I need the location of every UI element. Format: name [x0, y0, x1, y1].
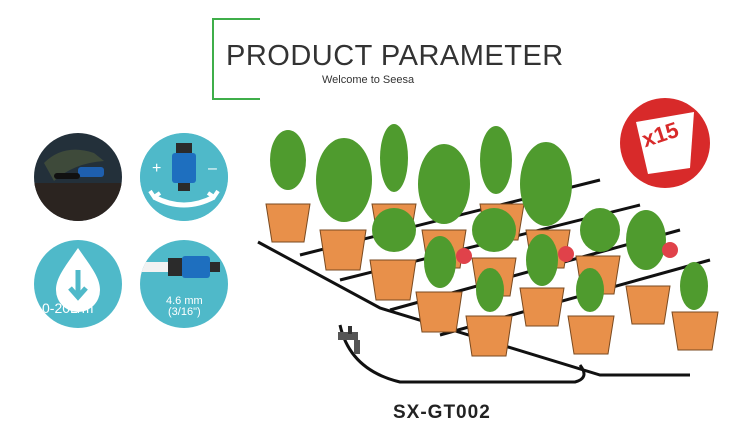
tube-size-mm: 4.6 mm: [166, 295, 203, 307]
flow-rate-label: 0-20L/m: [42, 300, 94, 316]
page-title: PRODUCT PARAMETER: [226, 40, 564, 72]
tap-icon: [338, 326, 360, 354]
plant-foliage: [270, 124, 708, 312]
flow-rate-circle: 0-20L/m: [34, 240, 122, 328]
dripper-closeup-photo: [34, 133, 122, 221]
soil-photo-icon: [34, 149, 122, 221]
irrigation-scene: [257, 124, 719, 384]
adjust-plus-label: +: [152, 160, 161, 177]
tube-connector-icon: [140, 256, 220, 278]
tube-size-circle: 4.6 mm (3/16"): [140, 240, 228, 328]
header-frame: [212, 18, 260, 100]
product-model: SX-GT002: [393, 402, 491, 423]
tube-size-in: (3/16"): [168, 306, 201, 318]
water-drop-icon: [56, 248, 100, 312]
red-flowers: [456, 242, 678, 264]
adjustable-dripper-circle: + –: [140, 133, 228, 221]
adjustable-dripper-icon: + –: [140, 133, 228, 221]
quantity-badge: x15: [620, 98, 710, 188]
page-subtitle: Welcome to Seesa: [322, 74, 415, 86]
tube-size-label: 4.6 mm (3/16"): [166, 296, 203, 318]
pot-outline-icon: [636, 112, 694, 174]
adjust-minus-label: –: [208, 160, 217, 177]
